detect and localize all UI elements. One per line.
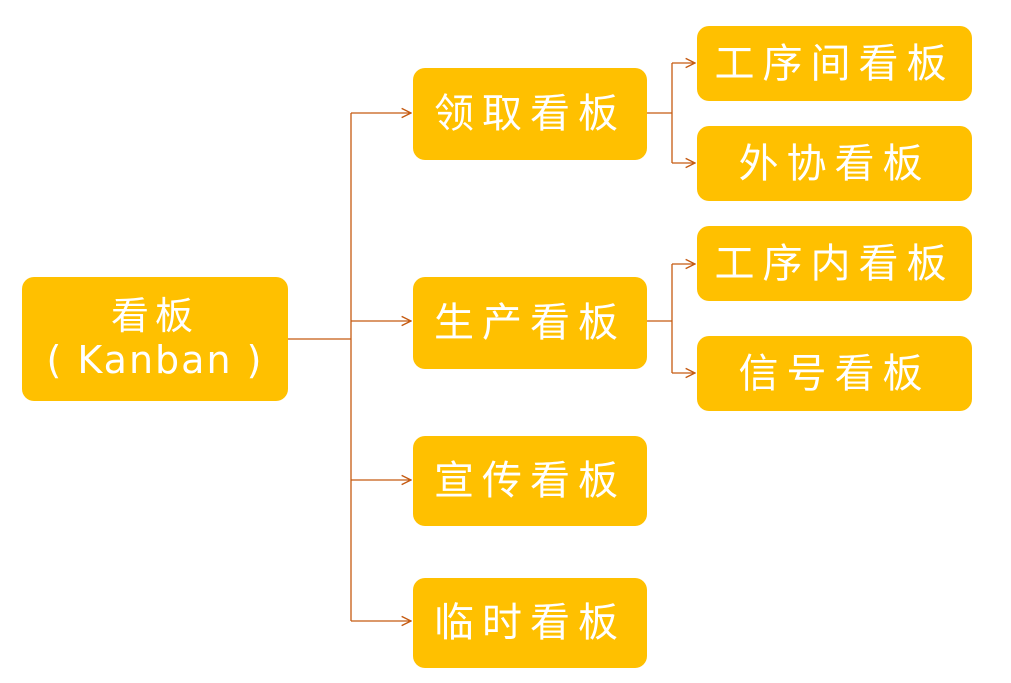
node-waixie-kanban: 外协看板 — [697, 126, 972, 201]
node-xuanchuan-label: 宣传看板 — [434, 458, 626, 504]
node-linshi-label: 临时看板 — [434, 600, 626, 646]
root-node-kanban: 看板 ( Kanban ) — [22, 277, 288, 401]
node-gongxunei-kanban: 工序内看板 — [697, 226, 972, 301]
node-xinhao-label: 信号看板 — [738, 350, 931, 397]
node-xinhao-kanban: 信号看板 — [697, 336, 972, 411]
node-xuanchuan-kanban: 宣传看板 — [413, 436, 647, 526]
node-lingqu-label: 领取看板 — [434, 91, 626, 137]
root-subtitle: ( Kanban ) — [46, 338, 264, 382]
node-shengchan-label: 生产看板 — [434, 300, 626, 346]
node-gongxujian-label: 工序间看板 — [714, 40, 955, 87]
node-linshi-kanban: 临时看板 — [413, 578, 647, 668]
node-waixie-label: 外协看板 — [738, 140, 931, 187]
node-gongxunei-label: 工序内看板 — [714, 240, 955, 287]
node-gongxujian-kanban: 工序间看板 — [697, 26, 972, 101]
node-lingqu-kanban: 领取看板 — [413, 68, 647, 160]
node-shengchan-kanban: 生产看板 — [413, 277, 647, 369]
root-title: 看板 — [110, 294, 199, 339]
